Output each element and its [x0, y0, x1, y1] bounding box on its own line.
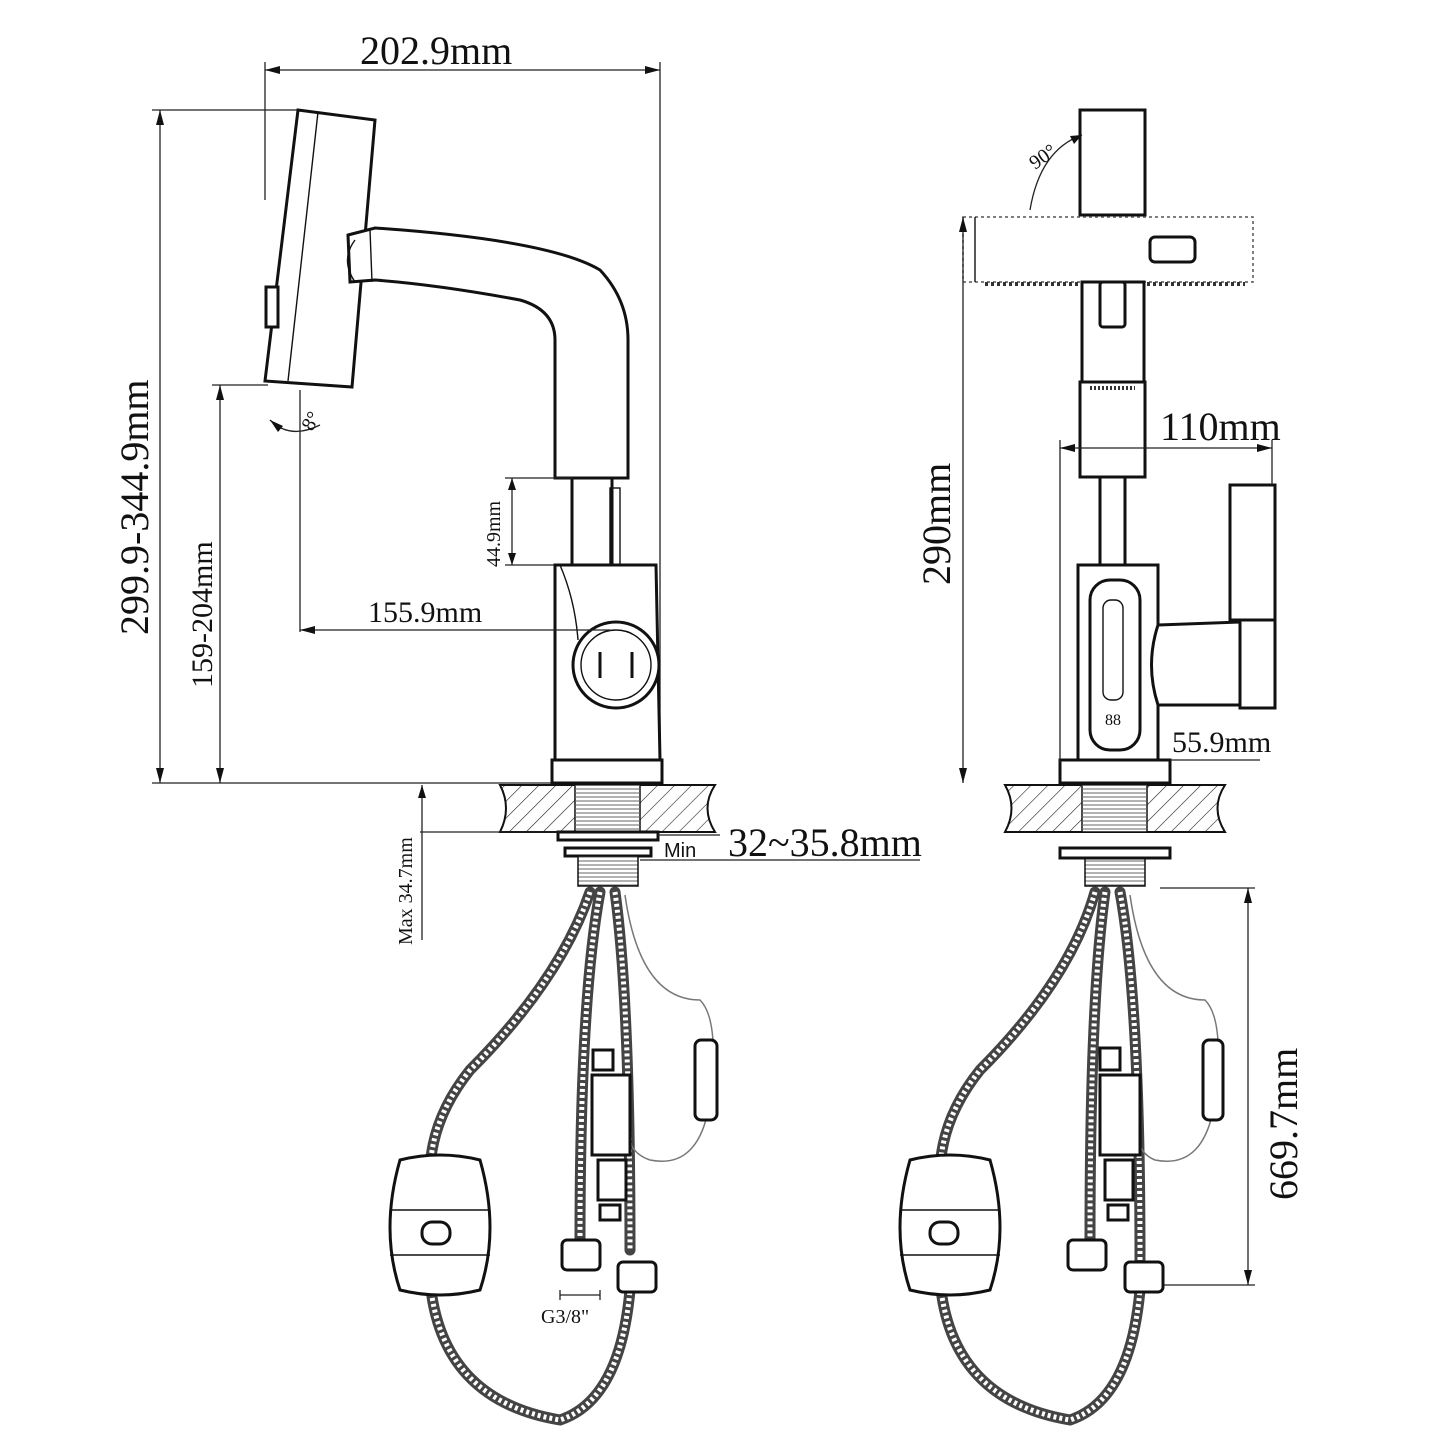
- left-view: [152, 62, 920, 1426]
- hoses-left: [424, 886, 719, 1426]
- handle-right: [1150, 483, 1277, 710]
- filter-canister-right: [898, 1153, 1002, 1297]
- max-dimension: [418, 785, 426, 940]
- countertop-section-right: [1003, 784, 1227, 887]
- neck-right: [1078, 280, 1147, 569]
- spout-arm: [346, 226, 630, 480]
- sprayer-top-right: [1029, 108, 1147, 217]
- connector-label: G3/8": [541, 1306, 589, 1328]
- handle-reach-dimension: [1059, 440, 1273, 763]
- spout-height-dimension: [212, 384, 268, 783]
- side-height-label: 290mm: [914, 463, 959, 585]
- reach-dimension: [299, 390, 610, 634]
- spout-height-label: 159-204mm: [186, 541, 219, 688]
- width-top-label: 202.9mm: [360, 28, 512, 73]
- filter-canister-left: [388, 1153, 492, 1297]
- deck-thickness-label: 32~35.8mm: [728, 820, 922, 865]
- valve-assembly-right: [1098, 1046, 1142, 1222]
- lift-dimension: [505, 477, 573, 566]
- sprayer-wide-right: [962, 216, 1254, 286]
- rotation-angle-label: 90°: [1025, 140, 1061, 174]
- min-label: Min: [664, 840, 696, 862]
- base-offset-label: 55.9mm: [1172, 726, 1271, 759]
- hose-length-dimension: [1160, 887, 1255, 1286]
- valve-assembly-left: [590, 1048, 632, 1222]
- digital-display-text: 88: [1105, 712, 1121, 729]
- faucet-body: [550, 563, 664, 785]
- faucet-body-right: 88: [1058, 563, 1172, 785]
- deck-thickness-dimension: [420, 831, 920, 861]
- countertop-section: [498, 784, 717, 887]
- handle-reach-label: 110mm: [1160, 404, 1281, 449]
- tilt-angle-indicator: [269, 419, 321, 432]
- total-height-dimension: [152, 109, 300, 783]
- reach-label: 155.9mm: [368, 596, 482, 629]
- hex-connectors-right: [1066, 1238, 1165, 1294]
- max-below-deck-label: Max 34.7mm: [395, 837, 417, 945]
- side-height-dimension: [959, 217, 967, 783]
- hoses-right: [934, 886, 1225, 1426]
- connector-dimension: [559, 1290, 601, 1300]
- lift-label: 44.9mm: [483, 500, 505, 567]
- hose-length-label: 669.7mm: [1261, 1048, 1306, 1200]
- total-height-label: 299.9-344.9mm: [112, 379, 157, 635]
- right-view: 88: [898, 108, 1277, 1426]
- hex-connectors-left: [560, 1238, 658, 1294]
- sprayer-head: [263, 108, 377, 389]
